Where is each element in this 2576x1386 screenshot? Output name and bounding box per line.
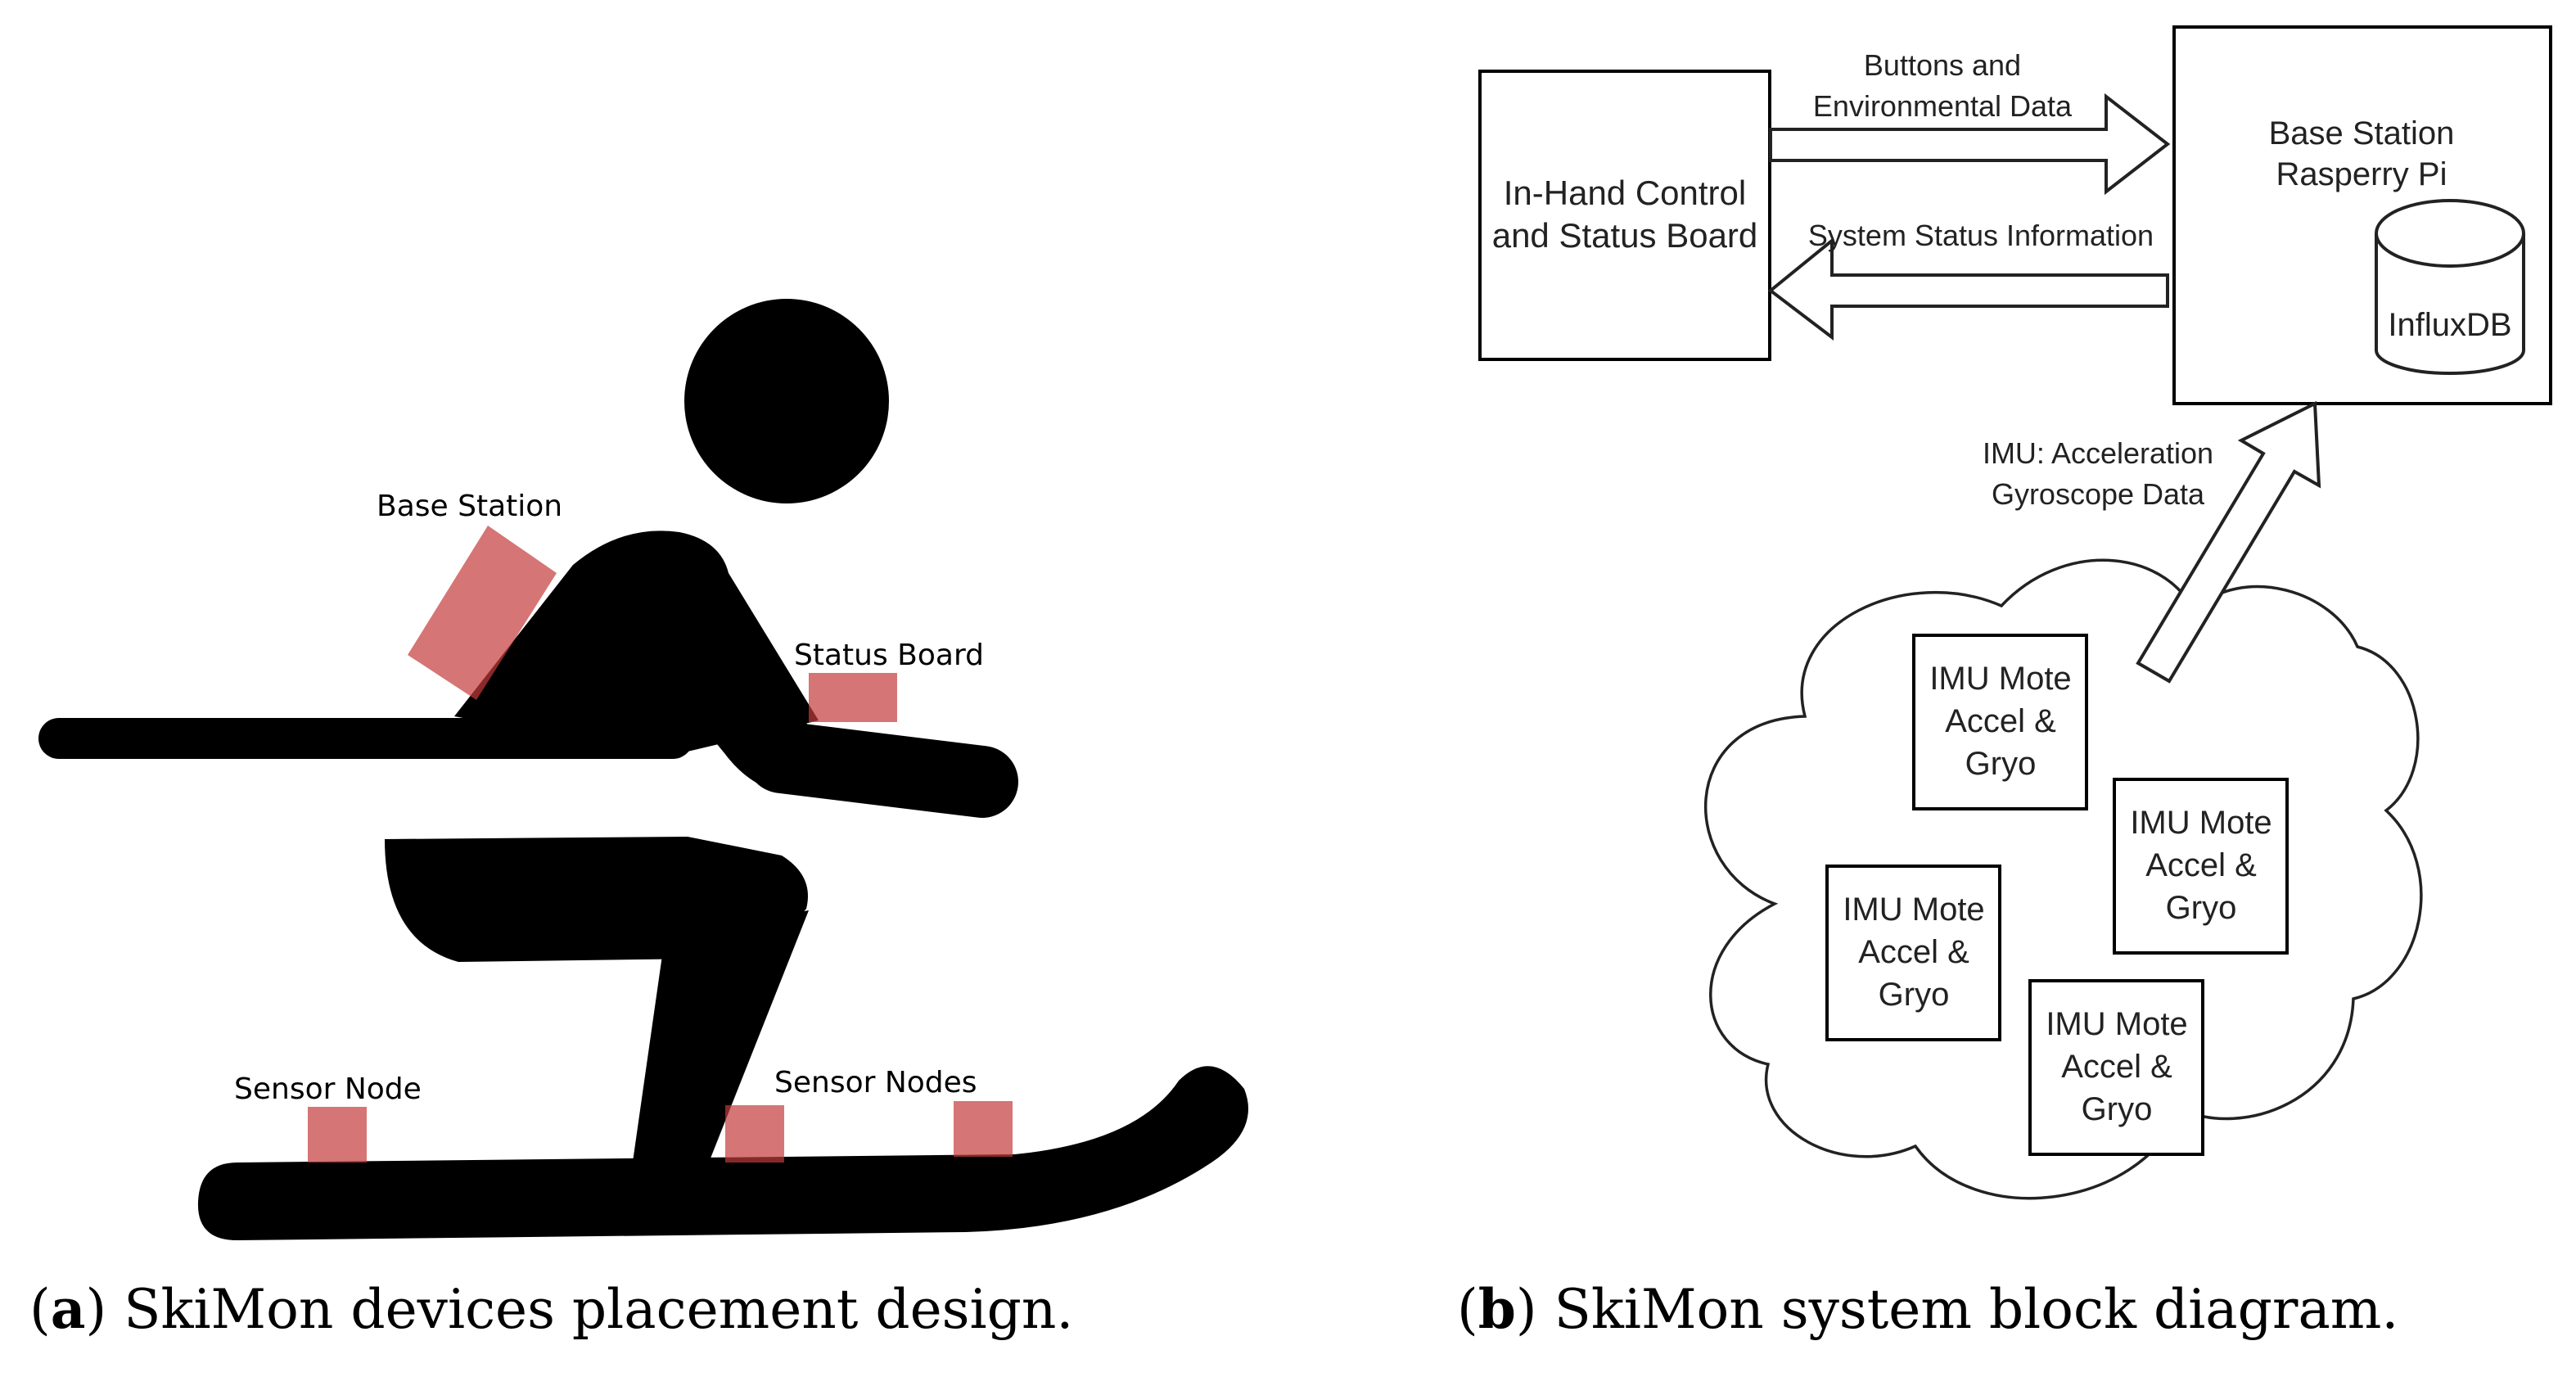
caption-b-text: ) SkiMon system block diagram.: [1516, 1278, 2398, 1341]
arrow-to-base-line2: Environmental Data: [1813, 89, 2073, 123]
skier-figure: [38, 299, 1248, 1240]
imu-mote-2-line2: Accel &: [2145, 847, 2257, 883]
sensor-node-marker-1: [308, 1107, 367, 1163]
imu-mote-3: IMU Mote Accel & Gryo: [1825, 865, 2001, 1041]
imu-mote-1-line1: IMU Mote: [1929, 661, 2071, 697]
arrow-to-board-label: System Status Information: [1808, 219, 2154, 252]
base-station-marker: [408, 526, 557, 700]
arrow-to-base-station: [1769, 93, 2171, 196]
device-markers: [308, 526, 1013, 1163]
imu-mote-2-line1: IMU Mote: [2130, 805, 2271, 841]
panel-b: In-Hand Control and Status Board Base St…: [1457, 25, 2552, 1341]
sensor-node-marker-3: [954, 1101, 1013, 1157]
panel-a: Base Station Status Board Sensor Node Se…: [29, 299, 1248, 1341]
label-base-station: Base Station: [377, 490, 562, 523]
status-board-marker: [809, 673, 897, 722]
imu-mote-2: IMU Mote Accel & Gryo: [2113, 778, 2289, 955]
imu-mote-4-line3: Gryo: [2082, 1091, 2153, 1127]
imu-mote-1: IMU Mote Accel & Gryo: [1912, 634, 2088, 810]
imu-mote-3-line2: Accel &: [1858, 934, 1969, 970]
arrow-to-control-board: [1767, 237, 2169, 341]
control-board-line2: and Status Board: [1492, 216, 1758, 255]
caption-b: (b) SkiMon system block diagram.: [1457, 1277, 2398, 1341]
label-sensor-nodes: Sensor Nodes: [774, 1066, 977, 1099]
base-station-line1: Base Station: [2269, 115, 2455, 151]
imu-mote-1-line2: Accel &: [1945, 703, 2056, 739]
imu-mote-2-line3: Gryo: [2166, 890, 2237, 926]
sensor-node-marker-2: [725, 1105, 784, 1163]
caption-a: (a) SkiMon devices placement design.: [29, 1277, 1073, 1341]
skier-head: [684, 299, 889, 503]
arrow-imu-data: [2136, 400, 2321, 684]
imu-mote-3-line3: Gryo: [1879, 977, 1950, 1013]
ski: [197, 1066, 1248, 1240]
imu-mote-4: IMU Mote Accel & Gryo: [2028, 979, 2204, 1156]
imu-mote-4-line1: IMU Mote: [2046, 1006, 2187, 1042]
caption-b-letter: b: [1478, 1277, 1516, 1341]
label-sensor-node: Sensor Node: [234, 1072, 422, 1106]
label-status-board: Status Board: [794, 639, 984, 672]
skier-forearm: [746, 721, 1018, 818]
imu-mote-4-line2: Accel &: [2061, 1049, 2172, 1085]
database-cylinder: [2375, 199, 2525, 375]
arrow-to-base-line1: Buttons and: [1864, 48, 2021, 82]
arrow-imu-line1: IMU: Acceleration: [1983, 436, 2213, 470]
caption-a-letter: a: [51, 1277, 86, 1341]
imu-mote-1-line3: Gryo: [1965, 746, 2037, 782]
skier-thigh: [385, 837, 808, 962]
skier-shin: [630, 910, 809, 1179]
imu-mote-3-line1: IMU Mote: [1843, 892, 1984, 928]
arrow-imu-line2: Gyroscope Data: [1992, 477, 2205, 511]
caption-a-text: ) SkiMon devices placement design.: [86, 1278, 1074, 1341]
control-board-line1: In-Hand Control: [1504, 174, 1746, 212]
base-station-line2: Rasperry Pi: [2276, 156, 2447, 192]
control-board-box: [1478, 70, 1771, 361]
database-label: InfluxDB: [2388, 307, 2511, 343]
